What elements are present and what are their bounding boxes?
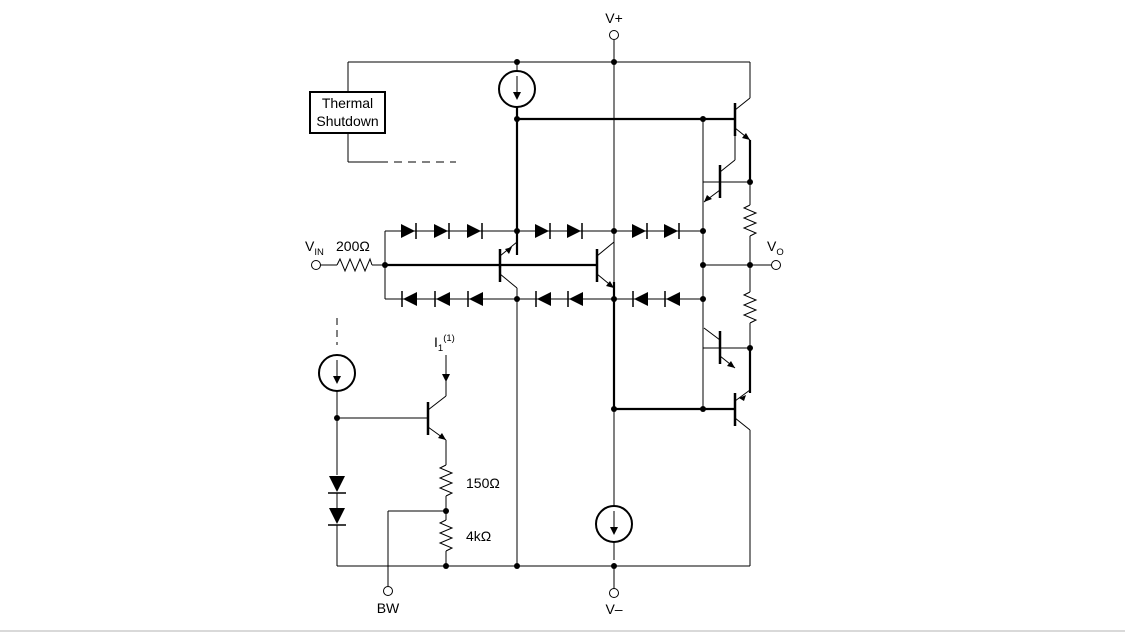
input-resistor: [336, 257, 373, 273]
r4k-label: 4kΩ: [466, 528, 491, 544]
input-section: VIN 200Ω: [305, 238, 502, 273]
v-out-label: VO: [767, 238, 784, 258]
upper-output-resistor: [742, 204, 758, 237]
bottom-divider: [0, 630, 1125, 632]
thermal-label-line1: Thermal: [322, 95, 373, 111]
bottom-current-source: [595, 282, 735, 543]
resistor-150: [438, 464, 454, 497]
lower-diode-chain: [385, 291, 706, 307]
input-transistor-npn: [500, 241, 615, 289]
v-plus-terminal: V+: [605, 10, 623, 40]
bias-section: I1(1) 150Ω 4kΩ BW: [318, 318, 500, 616]
lower-output-resistor: [742, 291, 758, 324]
i1-label: I1(1): [434, 333, 455, 354]
v-plus-label: V+: [605, 10, 623, 26]
upper-diode-chain: [384, 223, 706, 299]
r150-label: 150Ω: [466, 475, 500, 491]
output-stage: VO: [700, 62, 784, 566]
input-transistor-pnp: [498, 231, 518, 566]
v-minus-terminal: V–: [605, 588, 623, 617]
supply-rails: [337, 40, 750, 589]
resistor-4k: [438, 519, 454, 552]
thermal-label-line2: Shutdown: [316, 113, 378, 129]
top-current-source: [498, 62, 735, 255]
input-resistor-label: 200Ω: [336, 238, 370, 254]
thermal-shutdown-block: Thermal Shutdown: [309, 62, 456, 163]
bw-label: BW: [377, 600, 400, 616]
v-minus-label: V–: [605, 601, 622, 617]
v-in-label: VIN: [305, 238, 324, 258]
